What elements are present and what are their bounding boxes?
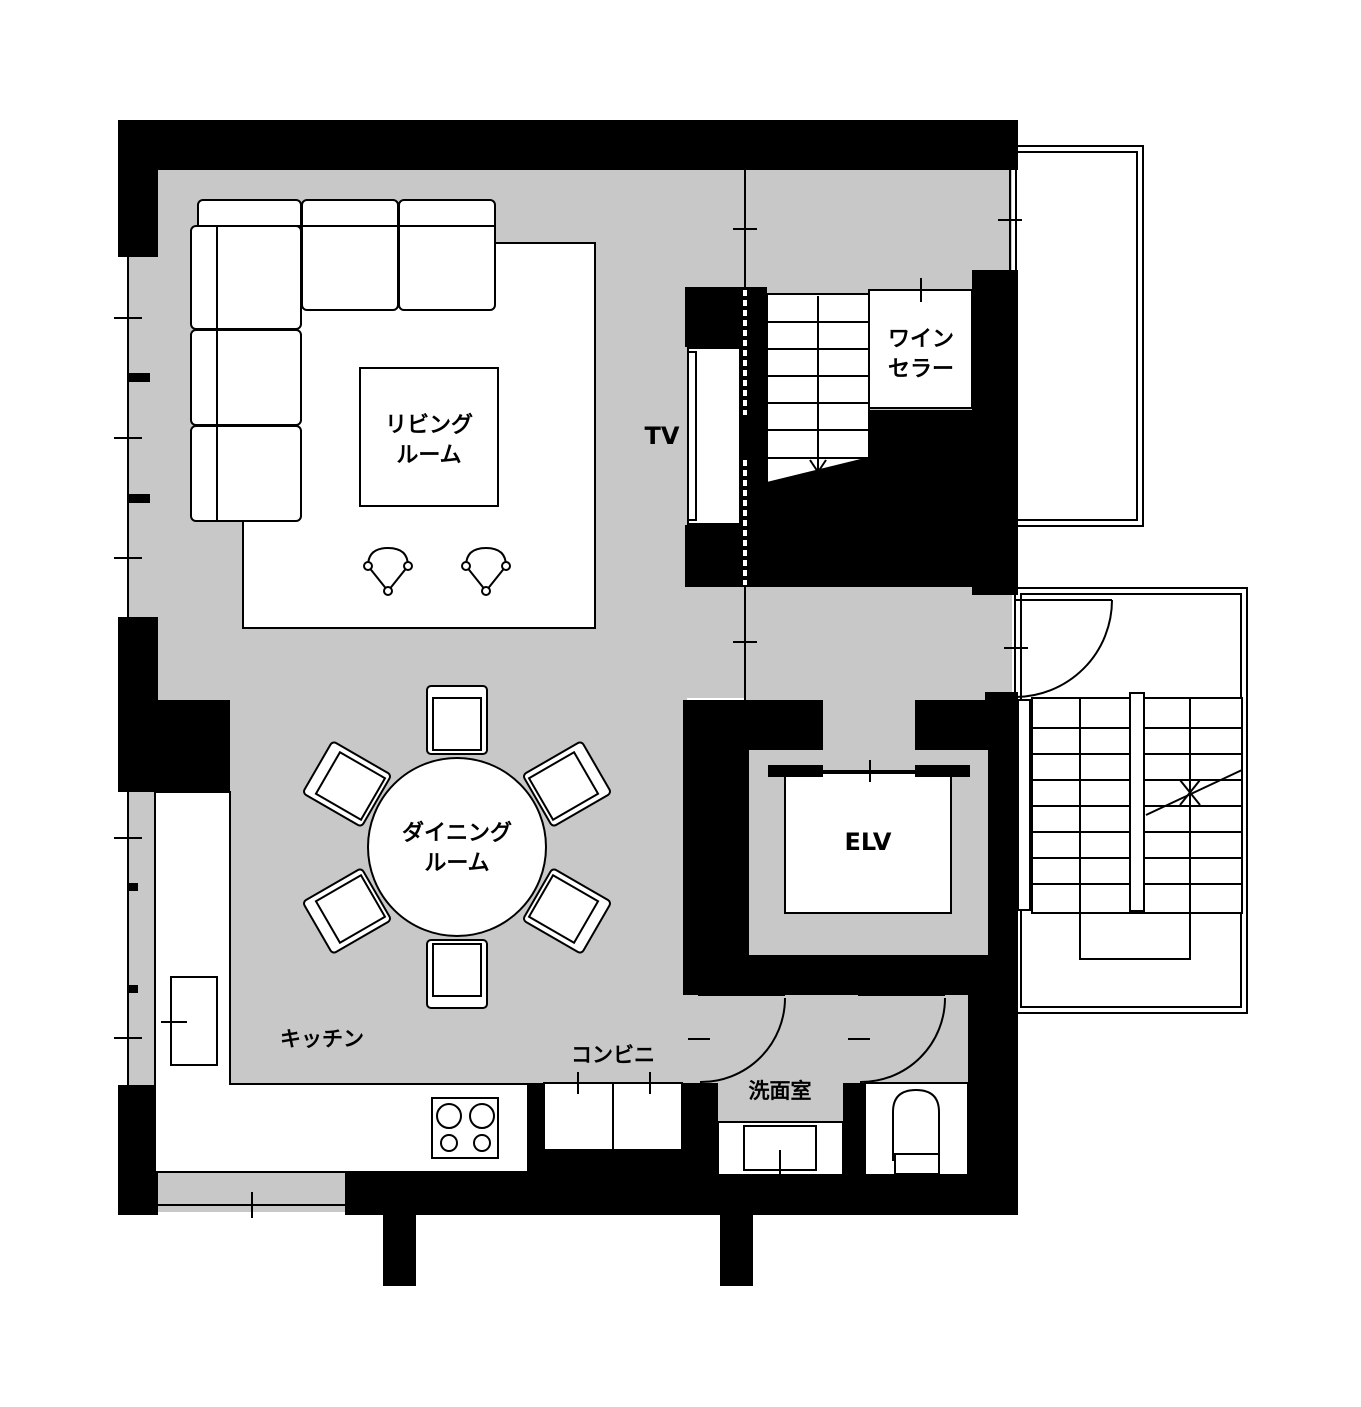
exterior-staircase [1014, 587, 1248, 1014]
dining-chairs [303, 685, 611, 1009]
balcony [1009, 145, 1144, 527]
wine-cellar-label-line1: ワイン [888, 327, 954, 352]
tv-label: TV [645, 422, 680, 450]
left-windows [114, 257, 150, 1085]
living-room-label-line2: ルーム [396, 443, 461, 468]
walls [118, 120, 1018, 1286]
service-door-2 [848, 994, 946, 1084]
cooktop [431, 1097, 499, 1159]
washroom-label: 洗面室 [749, 1079, 812, 1103]
living-room-label-line1: リビング [385, 412, 473, 438]
elevator-label: ELV [845, 828, 892, 856]
interior-stairs [743, 290, 870, 585]
kitchen-label: キッチン [280, 1027, 364, 1051]
service-door-1 [688, 994, 786, 1084]
sofa [190, 199, 496, 522]
convenience-storage [543, 1072, 683, 1151]
dining-table [367, 757, 547, 937]
dining-room-label-line1: ダイニング [402, 820, 512, 846]
dining-room-label-line2: ルーム [424, 851, 489, 876]
lounge-chair-left [363, 546, 413, 596]
wine-cellar-label-line2: セラー [888, 357, 954, 382]
toilet [864, 1082, 969, 1176]
wine-cellar [868, 278, 973, 409]
lounge-chair-right [461, 546, 511, 596]
elevator-car [768, 760, 970, 914]
coffee-table [359, 367, 499, 507]
room-labels: リビング ルーム TV ワイン セラー ダイニング ルーム ELV キッチン コ… [280, 327, 954, 1103]
convenience-label: コンビニ [571, 1043, 655, 1067]
entrance-door [1004, 599, 1113, 698]
partition-lines [158, 168, 1022, 1218]
washroom-vanity [717, 1121, 844, 1176]
tv-cabinet [687, 347, 741, 525]
